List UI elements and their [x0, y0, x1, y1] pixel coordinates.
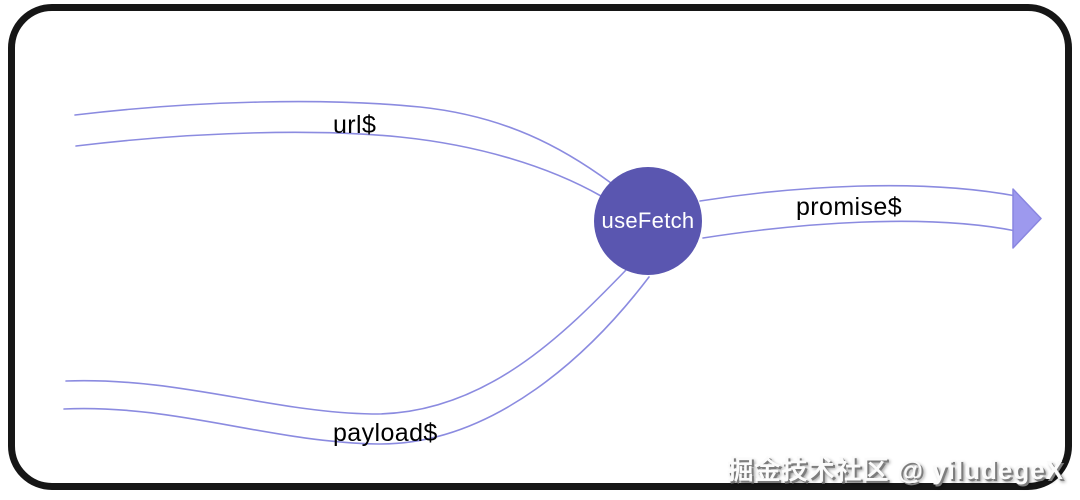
url-stream-top-line	[74, 100, 612, 184]
promise-arrowhead-icon	[1012, 188, 1042, 249]
payload-stream-top-line	[65, 268, 628, 415]
payload-stream-label: payload$	[333, 419, 438, 447]
watermark: 掘金技术社区 @ yiludegeX	[727, 455, 1064, 485]
url-stream-label: url$	[333, 111, 377, 139]
promise-stream-bottom-line	[702, 220, 1017, 239]
payload-stream-bottom-line	[63, 276, 650, 445]
promise-stream-label: promise$	[796, 193, 903, 221]
promise-stream-top-line	[699, 184, 1017, 202]
usefetch-node	[594, 167, 702, 275]
diagram-frame	[8, 4, 1072, 490]
usefetch-node-label: useFetch	[601, 208, 695, 233]
url-stream-bottom-line	[75, 131, 602, 197]
